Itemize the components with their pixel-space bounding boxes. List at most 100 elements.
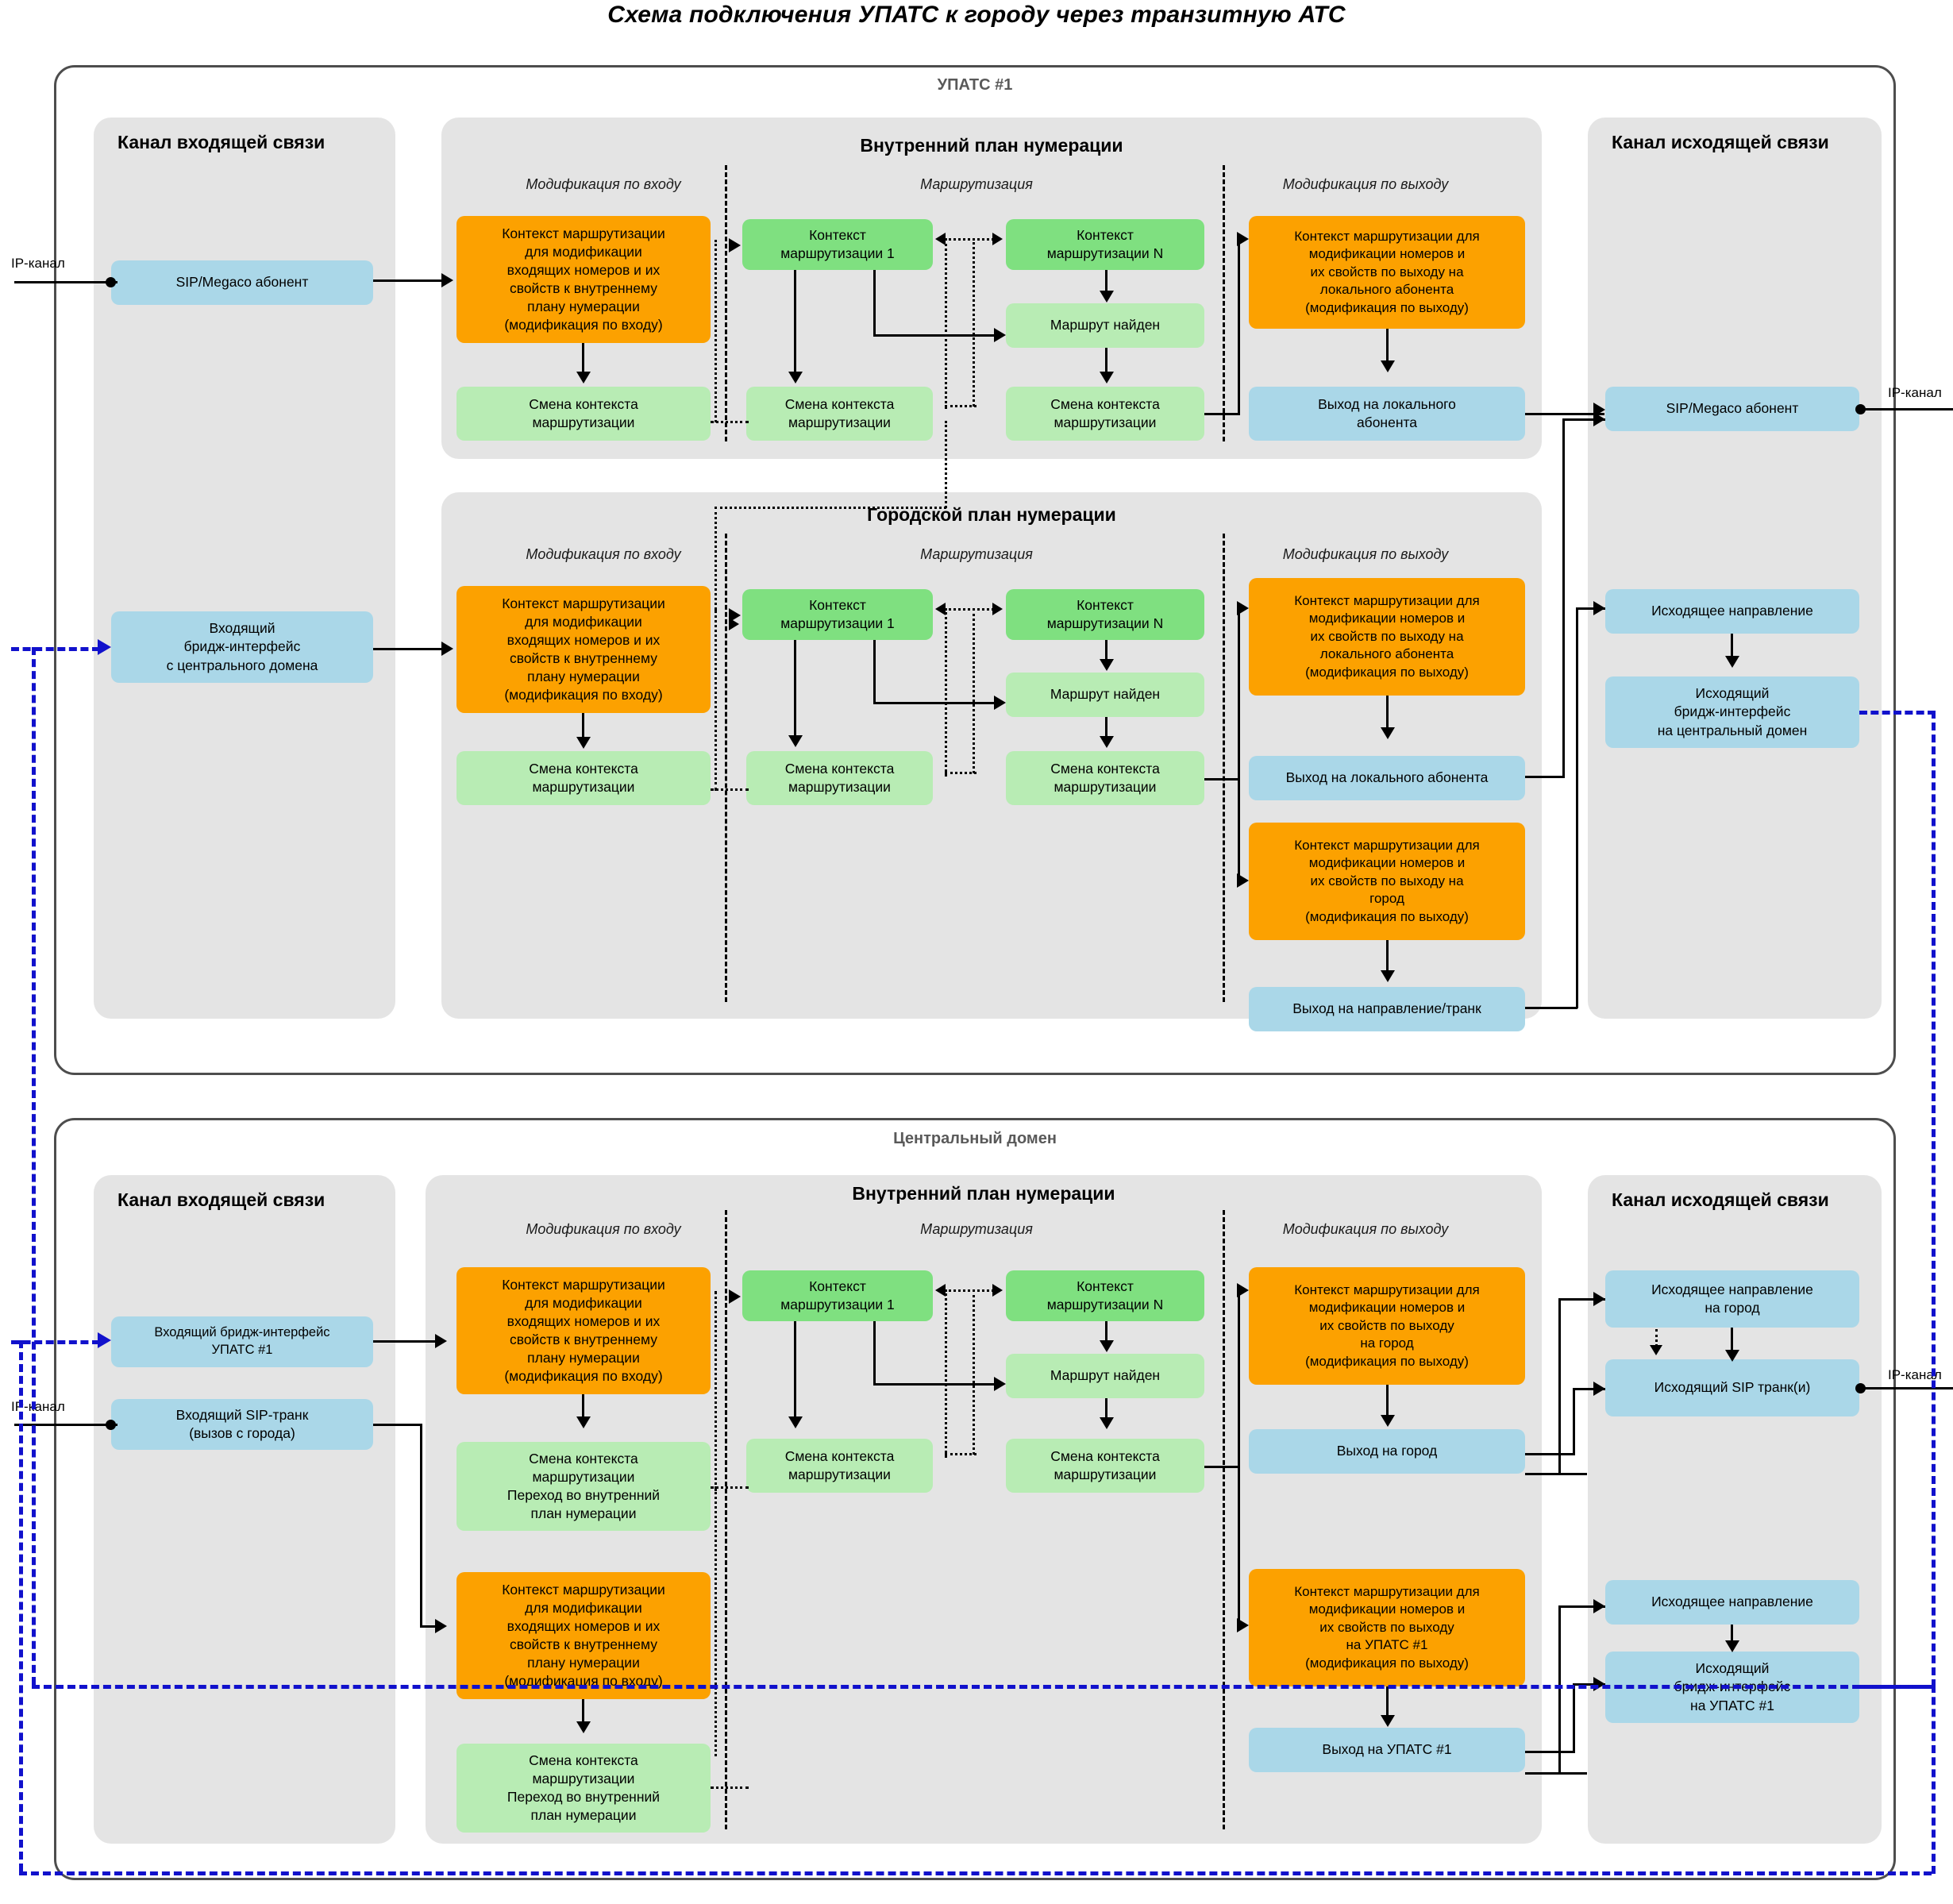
upats-city-ctx-n[interactable]: Контекст маршрутизации N [1006,589,1204,640]
conn-central-modout-up [1238,1289,1240,1469]
conn-upats-city-modout-arrow [1237,601,1249,615]
conn-upats-city-ctxchange-to-modout [1204,778,1240,780]
central-ctx-n[interactable]: Контекст маршрутизации N [1006,1270,1204,1321]
conn-central-routefound-down-arrow [1100,1417,1114,1429]
upats-city-mod-out-ctx-city[interactable]: Контекст маршрутизации для модификации н… [1249,823,1525,940]
central-in-node-sip-trunk[interactable]: Входящий SIP-транк (вызов с города) [111,1399,373,1450]
upats-internal-ctx-change-b[interactable]: Смена контекста маршрутизации [746,387,933,441]
upats-city-mod-out-ctx-local[interactable]: Контекст маршрутизации для модификации н… [1249,578,1525,696]
central-domain-caption: Центральный домен [893,1130,1057,1147]
dot-upats-int-v1 [715,240,717,422]
central-incoming-panel [94,1175,395,1844]
conn-central-exitupats-h [1525,1772,1587,1775]
upats-city-ctx-in[interactable]: Контекст маршрутизации для модификации в… [456,586,711,713]
dot-upats-cross-v2 [715,507,717,610]
conn-central-exitupats-h4 [1573,1683,1605,1686]
central-ctx-in-2[interactable]: Контекст маршрутизации для модификации в… [456,1572,711,1699]
central-routing-label: Маршрутизация [920,1221,1033,1237]
upats-city-ctx-change-c[interactable]: Смена контекста маршрутизации [1006,751,1204,805]
conn-central-exitupats-arrow [1593,1599,1605,1613]
upats-bridge-in-dash [11,647,100,651]
upats-internal-ctx-in[interactable]: Контекст маршрутизации для модификации в… [456,216,711,343]
central-ip-channel-label-in: IP-канал [11,1399,65,1414]
dot-upats-int-v3 [973,238,975,407]
upats-internal-ctx-1[interactable]: Контекст маршрутизации 1 [742,219,933,270]
upats-city-ctx-change-a[interactable]: Смена контекста маршрутизации [456,751,711,805]
bridge-loop2-left-v [19,1340,23,1871]
central-ctx-change-1[interactable]: Смена контекста маршрутизации Переход во… [456,1442,711,1531]
conn-upats-trunk-h [1525,1007,1577,1009]
conn-central-exitcity-h [1525,1473,1587,1475]
upats-in-node-bridge-from-central[interactable]: Входящий бридж-интерфейс с центрального … [111,611,373,683]
upats-city-routing-label: Маршрутизация [920,546,1033,562]
central-ctx-change-b[interactable]: Смена контекста маршрутизации [746,1439,933,1493]
conn-upats-city-modout-up [1238,607,1240,780]
conn-upats-ctxin-down [582,343,584,373]
conn-central-ctxin1-down [582,1394,584,1418]
upats-city-ctx-change-b[interactable]: Смена контекста маршрутизации [746,751,933,805]
conn-upats-modout-down [1386,329,1389,362]
upats-internal-mod-out-ctx[interactable]: Контекст маршрутизации для модификации н… [1249,216,1525,329]
conn-central-siptrunk-h2 [420,1625,440,1628]
central-mod-out-ctx-city[interactable]: Контекст маршрутизации для модификации н… [1249,1267,1525,1385]
central-out-node-direction[interactable]: Исходящее направление [1605,1580,1859,1625]
dot-upats-int-arrow-1 [935,233,946,245]
central-exit-city[interactable]: Выход на город [1249,1429,1525,1474]
dot-central-dircity-down-arrow [1650,1345,1662,1355]
central-out-node-direction-city[interactable]: Исходящее направление на город [1605,1270,1859,1328]
central-route-found[interactable]: Маршрут найден [1006,1354,1204,1398]
conn-central-exitupats-h3 [1525,1751,1573,1753]
upats-ip-in-line [14,281,117,283]
central-ctx-1[interactable]: Контекст маршрутизации 1 [742,1270,933,1321]
upats-out-node-direction[interactable]: Исходящее направление [1605,589,1859,634]
upats-internal-ctx-n[interactable]: Контекст маршрутизации N [1006,219,1204,270]
upats-internal-ctx-change-c[interactable]: Смена контекста маршрутизации [1006,387,1204,441]
upats-internal-exit-local[interactable]: Выход на локального абонента [1249,387,1525,441]
central-ctx-change-c[interactable]: Смена контекста маршрутизации [1006,1439,1204,1493]
bridge-loop2-right-v [1932,1685,1936,1874]
upats-out-node-bridge-to-central[interactable]: Исходящий бридж-интерфейс на центральный… [1605,676,1859,748]
upats-city-route-found[interactable]: Маршрут найден [1006,673,1204,717]
central-internal-plan-title: Внутренний план нумерации [852,1183,1115,1204]
dot-upats-city-arrow-n [992,603,1003,615]
upats-out-node-sip-megaco[interactable]: SIP/Megaco абонент [1605,387,1859,431]
central-out-node-sip-trunk[interactable]: Исходящий SIP транк(и) [1605,1359,1859,1416]
upats-outgoing-panel [1588,118,1882,1019]
upats-internal-route-found[interactable]: Маршрут найден [1006,303,1204,348]
conn-central-siptrunk-h [373,1424,422,1426]
central-exit-upats[interactable]: Выход на УПАТС #1 [1249,1728,1525,1772]
conn-central-sip-trunk-arrow [1593,1382,1605,1396]
conn-upats-city-ctx1-down-b [873,640,876,703]
upats-internal-divider-1 [725,165,727,441]
conn-upats-citylocal-arrow [1593,412,1605,426]
conn-upats-in-sip-to-ctx [373,279,445,282]
conn-central-exitupats-h2 [1558,1605,1605,1608]
upats-internal-plan-title: Внутренний план нумерации [860,135,1123,156]
upats-city-exit-trunk[interactable]: Выход на направление/транк [1249,987,1525,1031]
upats-in-node-sip-megaco[interactable]: SIP/Megaco абонент [111,260,373,305]
conn-central-modout2-arrow [1237,1618,1249,1632]
central-ctx-in-1[interactable]: Контекст маршрутизации для модификации в… [456,1267,711,1394]
conn-central-modoutupats-down [1386,1686,1389,1718]
central-mod-out-ctx-upats[interactable]: Контекст маршрутизации для модификации н… [1249,1569,1525,1686]
upats-city-ctx-1[interactable]: Контекст маршрутизации 1 [742,589,933,640]
upats-internal-routing-label: Маршрутизация [920,176,1033,192]
conn-upats-ctx1-to-routefound [873,334,996,337]
conn-upats-exitlocal-to-sipout [1525,413,1604,415]
bridge-loop-left-v [32,647,36,1685]
upats-city-exit-local[interactable]: Выход на локального абонента [1249,756,1525,800]
dot-upats-int-h2 [945,238,994,241]
conn-central-ctxn-down-arrow [1100,1340,1114,1352]
upats-internal-ctx-change-a[interactable]: Смена контекста маршрутизации [456,387,711,441]
conn-central-modout-arrow [1237,1283,1249,1297]
central-ip-out-line [1863,1387,1953,1389]
conn-central-exitcity-h3 [1525,1453,1573,1455]
dot-central-v1 [715,1291,717,1491]
dot-upats-city-h3 [945,772,976,774]
central-ctx-change-2[interactable]: Смена контекста маршрутизации Переход во… [456,1744,711,1833]
conn-central-routefound-arrow [994,1377,1006,1391]
central-in-node-bridge-upats[interactable]: Входящий бридж-интерфейс УПАТС #1 [111,1316,373,1367]
upats-bridge-in-arrow [98,639,111,655]
conn-central-ctx1-down-a-arrow [788,1416,803,1428]
dot-upats-int-arrow-n [992,233,1003,245]
